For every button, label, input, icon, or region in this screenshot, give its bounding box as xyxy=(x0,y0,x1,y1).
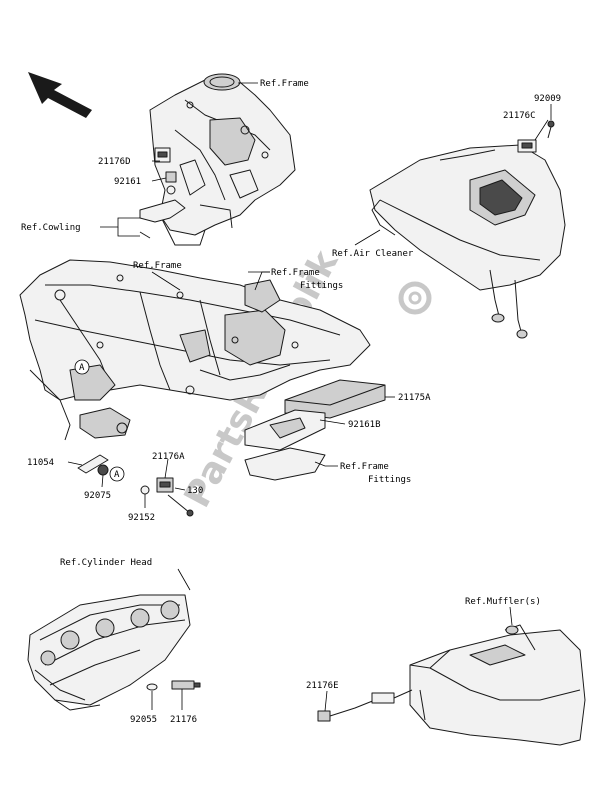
label-130[interactable]: 130 xyxy=(187,486,203,496)
front-arrow-icon xyxy=(28,72,92,118)
label-21176D[interactable]: 21176D xyxy=(98,157,131,167)
label-92161B[interactable]: 92161B xyxy=(348,420,381,430)
label-ref-cylinder-head[interactable]: Ref.Cylinder Head xyxy=(60,558,152,568)
frame-head-section xyxy=(149,73,296,246)
label-11054[interactable]: 11054 xyxy=(27,458,54,468)
label-21176E[interactable]: 21176E xyxy=(306,681,339,691)
label-ref-muffler[interactable]: Ref.Muffler(s) xyxy=(465,597,541,607)
screw-92009[interactable] xyxy=(547,120,555,139)
label-92152[interactable]: 92152 xyxy=(128,513,155,523)
grommet-92075[interactable] xyxy=(97,464,109,476)
label-92055[interactable]: 92055 xyxy=(130,715,157,725)
collar-92152[interactable] xyxy=(140,485,150,495)
svg-text:A: A xyxy=(114,470,120,480)
label-ref-cowling[interactable]: Ref.Cowling xyxy=(21,223,81,233)
sensor-21176E[interactable] xyxy=(317,689,413,722)
muffler xyxy=(409,624,586,746)
label-21175A[interactable]: 21175A xyxy=(398,393,431,403)
sensor-21176A[interactable] xyxy=(156,477,174,493)
cylinder-head xyxy=(27,594,191,711)
gear-icon xyxy=(398,281,432,315)
label-ref-frame-fittings-2a[interactable]: Ref.Frame xyxy=(340,462,389,472)
marker-a-loose: A xyxy=(109,466,125,482)
label-ref-frame-fittings-1a[interactable]: Ref.Frame xyxy=(271,268,320,278)
svg-text:A: A xyxy=(79,363,85,373)
label-21176[interactable]: 21176 xyxy=(170,715,197,725)
leader-lines xyxy=(67,82,552,712)
damper-92161B[interactable] xyxy=(244,409,326,451)
sensor-21176[interactable] xyxy=(171,680,201,690)
label-92161[interactable]: 92161 xyxy=(114,177,141,187)
main-frame xyxy=(19,259,371,441)
label-ref-frame-mid[interactable]: Ref.Frame xyxy=(133,261,182,271)
part-labels: Ref.Frame 92009 21176C 21176D 92161 Ref.… xyxy=(21,79,561,725)
ecu-21175A[interactable] xyxy=(284,379,386,419)
label-ref-frame-fittings-1b[interactable]: Fittings xyxy=(300,281,343,291)
label-21176A[interactable]: 21176A xyxy=(152,452,185,462)
bracket-11054[interactable] xyxy=(77,454,109,474)
label-92009[interactable]: 92009 xyxy=(534,94,561,104)
grommet-92161[interactable] xyxy=(165,171,177,195)
washer-92055[interactable] xyxy=(146,683,158,691)
bolt-130[interactable] xyxy=(167,494,194,517)
label-ref-frame-top[interactable]: Ref.Frame xyxy=(260,79,309,89)
label-21176C[interactable]: 21176C xyxy=(503,111,536,121)
air-cleaner-housing xyxy=(369,144,566,339)
label-ref-frame-fittings-2b[interactable]: Fittings xyxy=(368,475,411,485)
sensor-21176D[interactable] xyxy=(154,147,171,163)
sensor-21176C[interactable] xyxy=(517,139,537,153)
label-ref-air-cleaner[interactable]: Ref.Air Cleaner xyxy=(332,249,414,259)
marker-a-frame: A xyxy=(74,359,90,375)
frame-fittings-tray xyxy=(244,447,326,481)
label-92075[interactable]: 92075 xyxy=(84,491,111,501)
